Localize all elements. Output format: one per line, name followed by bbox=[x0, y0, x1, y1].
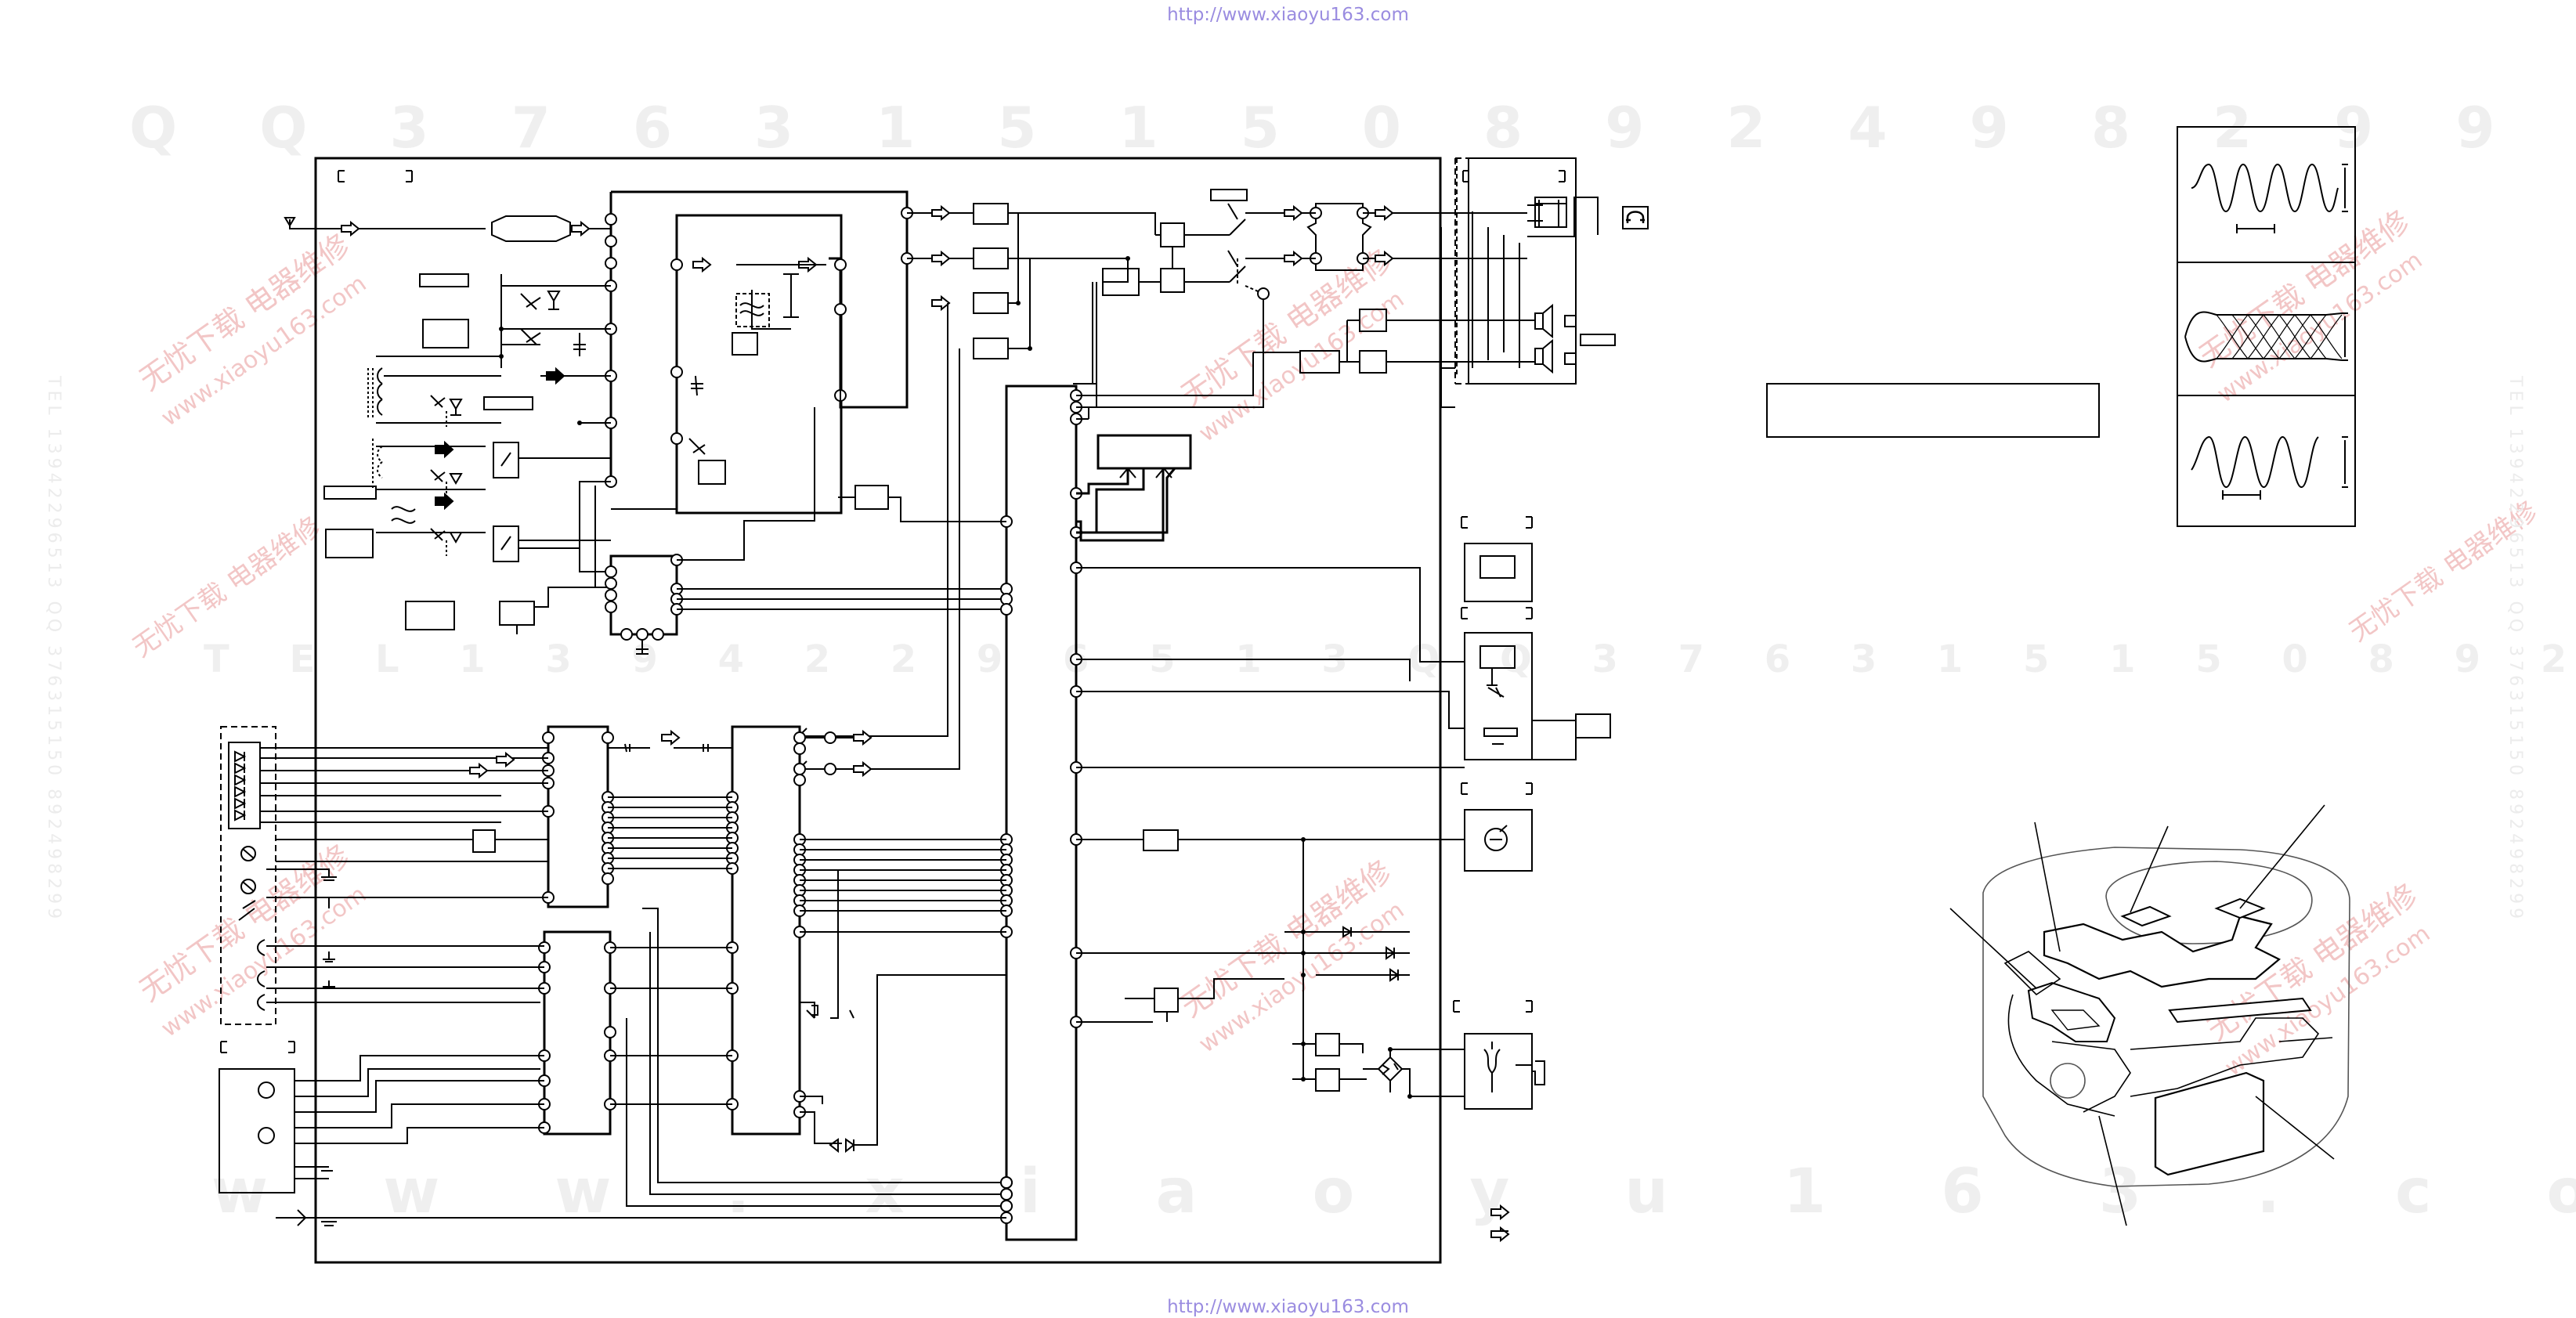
led-indicator-1 bbox=[240, 846, 256, 861]
sub-board-3 bbox=[1464, 809, 1533, 872]
ifc-transformer bbox=[735, 293, 770, 327]
varactor-box-1 bbox=[493, 442, 519, 478]
spk-term-1 bbox=[1564, 315, 1577, 327]
tuner-ic-block bbox=[611, 190, 909, 409]
label-box-3 bbox=[483, 396, 533, 410]
sub-board-1 bbox=[1464, 543, 1533, 602]
led-indicator-2 bbox=[240, 879, 256, 894]
amp-box-2 bbox=[1160, 268, 1185, 293]
main-microcontroller bbox=[1005, 385, 1078, 1241]
label-box-1 bbox=[419, 273, 469, 287]
main-board-label-bracket bbox=[338, 170, 413, 182]
waveform-fm-envelope bbox=[2184, 311, 2343, 363]
leader-line-6 bbox=[2255, 1096, 2335, 1160]
signal-box-3 bbox=[973, 292, 1009, 314]
amp-box-1 bbox=[1160, 222, 1185, 247]
mechanism-body-outline bbox=[1982, 847, 2350, 1187]
tape-ic-3-pins bbox=[538, 941, 616, 1134]
leader-line-5 bbox=[2278, 1037, 2333, 1042]
speaker-icon-2 bbox=[1534, 338, 1553, 374]
headphone-icon-box bbox=[1622, 206, 1649, 229]
small-box-a bbox=[732, 332, 758, 356]
mechanism-drawing bbox=[1949, 804, 2350, 1226]
waveform-frame bbox=[2177, 126, 2356, 527]
leader-line-3 bbox=[2130, 825, 2169, 913]
schematic-lines bbox=[219, 157, 2100, 1264]
resistor-box-1 bbox=[1143, 829, 1179, 851]
output-board-frame bbox=[1454, 157, 1469, 385]
signal-box-2 bbox=[973, 247, 1009, 269]
reg-box-b bbox=[1315, 1068, 1340, 1092]
tuner-inner-box bbox=[675, 214, 843, 515]
watermark-side-left: TEL 13942296513 QQ 376315150 892498299 bbox=[44, 375, 63, 923]
spk-label bbox=[1580, 334, 1616, 346]
output-board bbox=[1468, 157, 1577, 385]
watermark-side-layer: TEL 13942296513 QQ 376315150 892498299 T… bbox=[44, 375, 2525, 923]
tape-ic-1 bbox=[547, 725, 609, 908]
tape-ic-3 bbox=[543, 930, 612, 1136]
main-board-frame bbox=[314, 157, 1442, 1264]
watermark-url-top[interactable]: http://www.xiaoyu163.com bbox=[1167, 5, 1409, 25]
switch-box bbox=[472, 829, 496, 853]
watermark-url-bottom[interactable]: http://www.xiaoyu163.com bbox=[1167, 1297, 1409, 1317]
waveform-panel bbox=[2177, 126, 2356, 527]
regulator-box bbox=[1154, 988, 1179, 1013]
tape-ic-2-pins bbox=[726, 731, 806, 1118]
spk-term-2 bbox=[1564, 352, 1577, 365]
reg-box-a bbox=[1315, 1033, 1340, 1056]
waveform-sine-2 bbox=[2191, 436, 2319, 488]
jack-2 bbox=[258, 1127, 275, 1144]
tape-ic-1-pins bbox=[542, 731, 614, 904]
signal-box-1 bbox=[973, 203, 1009, 225]
label-box-2 bbox=[422, 319, 469, 348]
display-driver bbox=[1097, 434, 1192, 470]
amp-box-4 bbox=[1359, 350, 1387, 374]
watermark-row-qq: Q Q 3 7 6 3 1 5 1 5 0 8 9 2 4 9 8 2 9 9 bbox=[129, 95, 2526, 161]
speaker-icon-1 bbox=[1534, 303, 1553, 339]
leader-line-7 bbox=[2098, 1115, 2127, 1226]
lower-connector-board bbox=[219, 1068, 295, 1193]
led-array bbox=[228, 742, 261, 829]
ic-side-box bbox=[854, 485, 889, 510]
label-box-5 bbox=[325, 529, 374, 558]
leader-line-2 bbox=[1949, 908, 2037, 989]
antenna-input bbox=[284, 217, 316, 229]
volume-knob bbox=[1484, 828, 1508, 851]
waveform-sine-1 bbox=[2191, 163, 2339, 213]
pll-ic bbox=[609, 554, 678, 636]
watermark-row-www: w w w . x i a o y u 1 6 3 . c o m bbox=[211, 1157, 2576, 1227]
small-box-b bbox=[698, 460, 726, 485]
label-tag-vol bbox=[1210, 189, 1248, 201]
label-box-4 bbox=[323, 486, 377, 500]
power-board bbox=[1464, 1033, 1533, 1110]
jack-1 bbox=[258, 1081, 275, 1099]
leader-line-4 bbox=[2239, 804, 2325, 909]
leader-line-1 bbox=[2034, 821, 2061, 952]
rf-filter bbox=[491, 215, 571, 242]
tape-ic-2 bbox=[731, 725, 801, 1136]
junction-dots bbox=[499, 256, 1412, 1099]
note-box bbox=[1766, 383, 2100, 438]
sub-board-2 bbox=[1464, 632, 1533, 760]
headphone-jack bbox=[1534, 197, 1567, 228]
front-panel-dashed bbox=[220, 726, 276, 1025]
watermark-side-right: TEL 13942296513 QQ 376315150 892498299 bbox=[2506, 375, 2525, 923]
varactor-box-2 bbox=[493, 525, 519, 562]
sensor-box bbox=[1575, 713, 1611, 738]
ic-small-tuner bbox=[499, 601, 535, 626]
signal-box-4 bbox=[973, 338, 1009, 359]
label-box-6 bbox=[405, 601, 455, 630]
